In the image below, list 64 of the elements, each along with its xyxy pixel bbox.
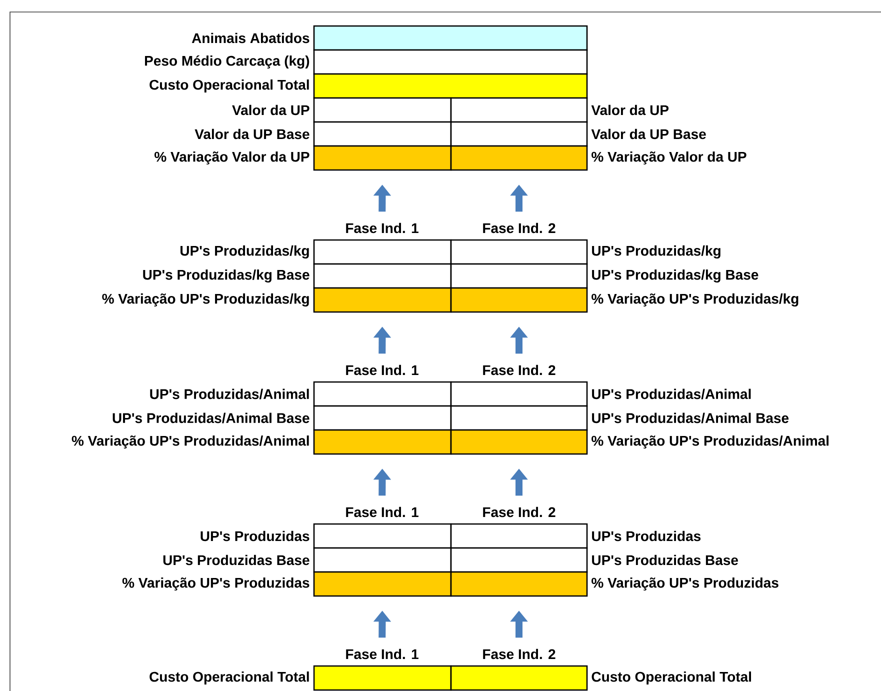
data-cell — [450, 145, 588, 171]
column-header: Fase Ind. 2 — [483, 648, 556, 660]
data-cell — [450, 571, 588, 597]
row-label: UP's Produzidas/kg — [180, 245, 309, 259]
row-label: UP's Produzidas/Animal — [592, 388, 751, 400]
row-label: Valor da UP Base — [194, 128, 310, 140]
data-cell — [313, 97, 452, 123]
data-cell — [450, 429, 588, 455]
row-label: % Variação UP's Produzidas/Animal — [72, 435, 309, 449]
row-label: Valor da UP — [591, 104, 669, 116]
data-cell — [313, 665, 452, 691]
row-label: % Variação UP's Produzidas/kg — [592, 293, 798, 307]
data-cell — [450, 239, 588, 265]
row-label: UP's Produzidas/kg Base — [592, 269, 758, 283]
data-cell — [313, 429, 452, 455]
data-cell — [450, 523, 588, 549]
data-cell — [450, 405, 588, 431]
row-label: UP's Produzidas Base — [163, 554, 310, 566]
column-header: Fase Ind. 1 — [346, 648, 418, 660]
data-cell — [313, 263, 452, 289]
row-label: % Variação UP's Produzidas/Animal — [592, 435, 828, 449]
row-label: UP's Produzidas/Animal — [150, 388, 309, 400]
data-cell — [313, 239, 452, 265]
data-cell — [450, 287, 588, 313]
data-cell — [450, 121, 588, 147]
data-cell — [450, 263, 588, 289]
data-cell — [313, 547, 452, 573]
row-label: UP's Produzidas — [592, 530, 701, 542]
data-cell — [450, 547, 588, 573]
row-label: UP's Produzidas/kg Base — [143, 269, 310, 283]
row-label: UP's Produzidas Base — [592, 554, 738, 566]
data-cell — [313, 73, 588, 99]
row-label: UP's Produzidas/Animal Base — [592, 412, 789, 424]
data-cell — [313, 145, 452, 171]
row-label: Valor da UP Base — [591, 128, 706, 140]
column-header: Fase Ind. 1 — [346, 222, 418, 234]
column-header: Fase Ind. 2 — [483, 364, 556, 376]
data-cell — [313, 25, 588, 51]
data-cell — [313, 381, 452, 407]
data-cell — [450, 665, 588, 691]
data-cell — [450, 381, 588, 407]
row-label: UP's Produzidas — [200, 530, 310, 542]
data-cell — [313, 287, 452, 313]
data-cell — [313, 571, 452, 597]
column-header: Fase Ind. 2 — [483, 222, 556, 234]
row-label: % Variação UP's Produzidas/kg — [102, 293, 309, 307]
row-label: Valor da UP — [232, 104, 310, 116]
row-label: UP's Produzidas/Animal Base — [112, 412, 310, 424]
data-cell — [313, 523, 452, 549]
row-label: % Variação UP's Produzidas — [122, 577, 310, 591]
data-cell — [313, 405, 452, 431]
row-label: Custo Operacional Total — [150, 79, 309, 93]
row-label: Peso Médio Carcaça (kg) — [145, 55, 310, 69]
data-cell — [313, 121, 452, 147]
row-label: % Variação Valor da UP — [154, 151, 310, 165]
row-label: UP's Produzidas/kg — [592, 245, 720, 259]
data-cell — [313, 49, 588, 75]
column-header: Fase Ind. 2 — [483, 506, 556, 518]
row-label: % Variação Valor da UP — [592, 151, 746, 165]
column-header: Fase Ind. 1 — [346, 506, 418, 518]
row-label: Animais Abatidos — [192, 32, 310, 44]
data-cell — [450, 97, 588, 123]
row-label: % Variação UP's Produzidas — [592, 577, 778, 591]
column-header: Fase Ind. 1 — [346, 364, 418, 376]
